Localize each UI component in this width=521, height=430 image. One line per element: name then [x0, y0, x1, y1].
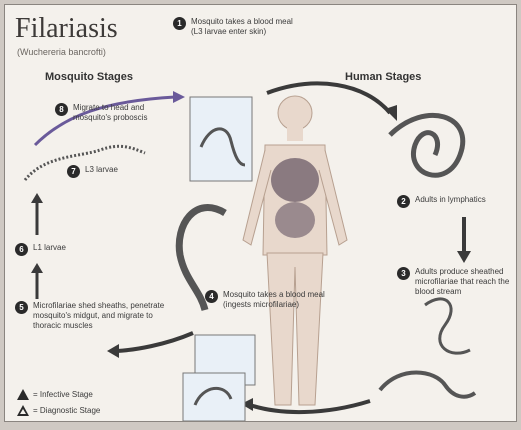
infective-stage-icon	[17, 389, 29, 400]
stage-1-number: 1	[173, 17, 186, 30]
life-cycle-artwork	[5, 5, 517, 422]
stage-2-number: 2	[397, 195, 410, 208]
stage-8: 8 Migrate to head and mosquito's probosc…	[55, 103, 180, 123]
cycle-arrow-to-stage5-head	[107, 344, 119, 358]
cycle-arrow-left-up-2-head	[31, 193, 43, 203]
stage-7: 7 L3 larvae	[67, 165, 147, 178]
cycle-arrow-to-stage5	[117, 333, 193, 351]
stage-2-text: Adults in lymphatics	[415, 195, 486, 205]
cycle-arrow-stage8-head	[173, 91, 185, 103]
stage-1: 1 Mosquito takes a blood meal (L3 larvae…	[173, 17, 293, 37]
stage-2: 2 Adults in lymphatics	[397, 195, 509, 208]
human-figure	[243, 96, 347, 405]
stage-3-number: 3	[397, 267, 410, 280]
stage-4-text: Mosquito takes a blood meal (ingests mic…	[223, 290, 325, 310]
cycle-arrow-right-down-head	[457, 251, 471, 263]
stage-8-text: Migrate to head and mosquito's proboscis	[73, 103, 180, 123]
legend-infective: = Infective Stage	[17, 389, 93, 400]
human-stages-header: Human Stages	[345, 71, 421, 83]
stage-7-text: L3 larvae	[85, 165, 118, 175]
stage-5: 5 Microfilariae shed sheaths, penetrate …	[15, 301, 180, 331]
legend-infective-text: = Infective Stage	[33, 390, 93, 399]
legend-diagnostic-text: = Diagnostic Stage	[33, 406, 100, 415]
diagram-subtitle: (Wuchereria bancrofti)	[17, 47, 106, 57]
stage-6: 6 L1 larvae	[15, 243, 105, 256]
legend-diagnostic: = Diagnostic Stage	[17, 405, 100, 416]
diagram-frame: Filariasis (Wuchereria bancrofti) Mosqui…	[4, 4, 517, 422]
stage-8-number: 8	[55, 103, 68, 116]
cycle-arrow-left-up-1-head	[31, 263, 43, 273]
stage-5-number: 5	[15, 301, 28, 314]
microfilaria-bottom	[380, 373, 475, 397]
microfilaria-right	[425, 299, 470, 353]
stage-4-number: 4	[205, 290, 218, 303]
stage-1-text: Mosquito takes a blood meal (L3 larvae e…	[191, 17, 293, 37]
stage-6-number: 6	[15, 243, 28, 256]
inset-stage1	[190, 97, 252, 181]
mosquito-stages-header: Mosquito Stages	[45, 71, 133, 83]
adult-worm-right	[390, 115, 463, 175]
stage-3: 3 Adults produce sheathed microfilariae …	[397, 267, 512, 297]
stage-6-text: L1 larvae	[33, 243, 66, 253]
inset-stage4-lower	[183, 373, 245, 421]
stage-5-text: Microfilariae shed sheaths, penetrate mo…	[33, 301, 180, 331]
stage-7-number: 7	[67, 165, 80, 178]
stage-4: 4 Mosquito takes a blood meal (ingests m…	[205, 290, 325, 310]
diagram-title: Filariasis	[15, 13, 118, 45]
diagnostic-stage-icon	[17, 405, 29, 416]
stage-3-text: Adults produce sheathed microfilariae th…	[415, 267, 512, 297]
